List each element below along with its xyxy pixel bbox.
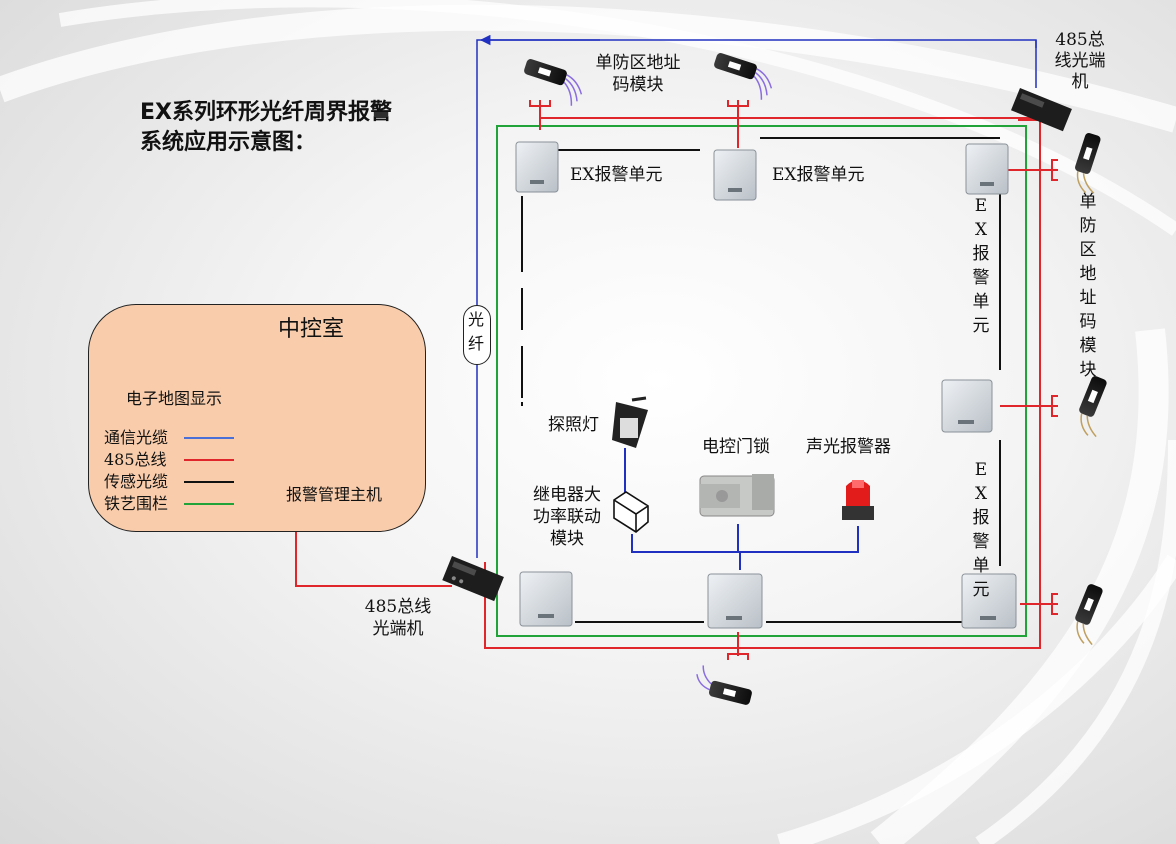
transceiver-bottom-label: 485总线光端机	[364, 597, 432, 639]
diagram-title: EX系列环形光纤周界报警系统应用示意图：	[140, 100, 392, 155]
alarm-unit-label-2: EX报警单元	[772, 165, 865, 185]
searchlight-label: 探照灯	[548, 415, 599, 435]
alarm-unit-label-right-upper: EX报警单元	[972, 196, 990, 336]
alarm-unit-label-right-lower: EX报警单元	[972, 460, 990, 600]
address-module-top-label: 单防区地址码模块	[595, 53, 681, 95]
electronic-map-label: 电子地图显示	[126, 389, 223, 408]
alarm-unit-box	[519, 571, 573, 627]
alarm-unit-box	[965, 143, 1009, 195]
legend-swatch-communication-fiber	[184, 437, 234, 439]
door-lock-device	[699, 474, 775, 517]
linkage-wiring	[624, 448, 859, 570]
fiber-transceiver	[1011, 88, 1072, 132]
control-room-panel	[88, 304, 426, 532]
relay-module-box	[613, 491, 649, 533]
address-code-module	[1075, 132, 1101, 194]
legend-item-communication-fiber: 通信光缆	[104, 428, 169, 447]
address-code-module	[1079, 376, 1107, 438]
address-code-module	[1075, 584, 1103, 646]
transceiver-top-label: 485总线光端机	[1054, 30, 1106, 92]
control-room-title: 中控室	[278, 317, 345, 342]
address-code-module	[696, 665, 752, 705]
alarm-unit-label-1: EX报警单元	[570, 165, 663, 185]
legend-swatch-sensing-fiber	[184, 481, 234, 483]
fiber-label: 光纤	[468, 310, 485, 353]
alarm-unit-box	[707, 573, 763, 629]
legend-item-iron-fence: 铁艺围栏	[104, 494, 169, 513]
rs485-bus-line	[295, 100, 1058, 660]
alarm-unit-box	[961, 573, 1017, 629]
communication-fiber-line	[476, 34, 1037, 558]
fiber-transceiver	[442, 556, 504, 602]
legend-item-sensing-fiber: 传感光缆	[104, 472, 169, 491]
address-module-right-label: 单防区地址码模块	[1079, 192, 1097, 380]
legend-swatch-iron-fence	[184, 503, 234, 505]
iron-fence-line	[496, 125, 1027, 637]
searchlight-device	[612, 396, 648, 448]
alarm-unit-box	[713, 149, 757, 201]
alarm-host-label: 报警管理主机	[286, 485, 383, 504]
alarm-unit-box	[941, 379, 993, 433]
strobe-siren-device	[842, 480, 874, 520]
address-code-module	[714, 53, 773, 100]
relay-module-label: 继电器大功率联动模块	[533, 485, 601, 549]
legend-swatch-rs485-bus	[184, 459, 234, 461]
address-code-module	[524, 59, 583, 106]
alarm-unit-box	[515, 141, 559, 193]
fiber-label-oval	[463, 305, 491, 365]
sound-light-alarm-label: 声光报警器	[806, 437, 891, 457]
legend-item-rs485-bus: 485总线	[104, 450, 167, 469]
door-lock-label: 电控门锁	[702, 437, 770, 457]
